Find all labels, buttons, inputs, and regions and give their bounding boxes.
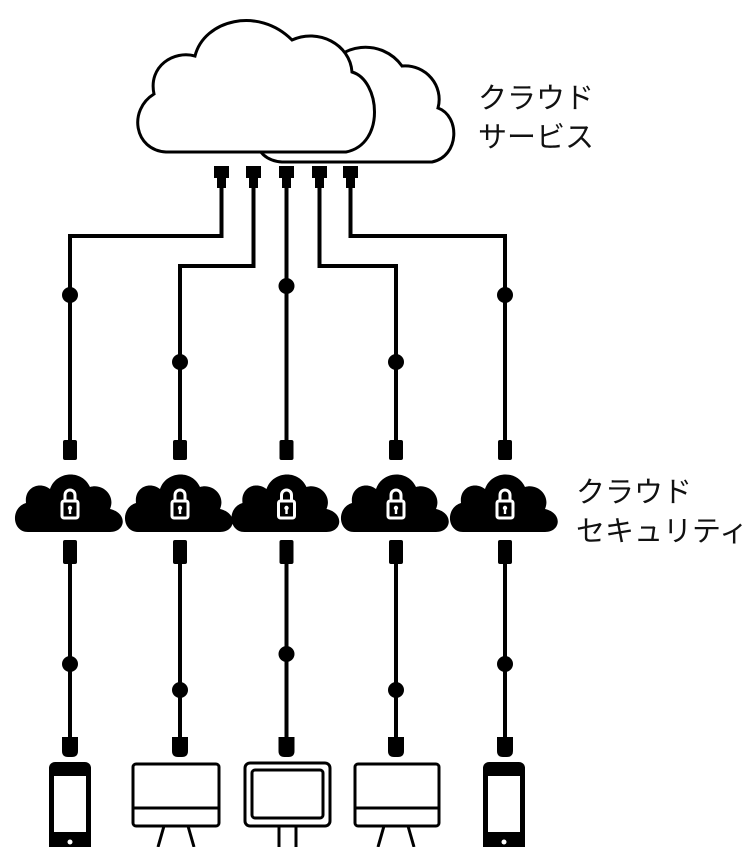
cable-node [497, 656, 513, 672]
connector-plug [498, 440, 512, 460]
connector-plug [62, 737, 78, 757]
laptop-monitor-icon [243, 761, 332, 847]
cable-node [278, 278, 295, 294]
cable-node [278, 646, 295, 662]
lock-cloud-icon [13, 472, 125, 534]
cable-4 [317, 188, 398, 440]
connector-plug [214, 166, 229, 188]
cloud-service-label-line1: クラウド [478, 81, 595, 115]
cable-2 [178, 188, 256, 440]
connector-plug [279, 440, 294, 460]
lower-cable-nodes [62, 646, 513, 698]
cloud-service-icon [136, 19, 456, 164]
connector-plug [63, 440, 77, 460]
upper-cables [68, 188, 507, 440]
cloud-service-label: クラウド サービス [478, 79, 594, 157]
cloud-security-label: クラウド セキュリティ [576, 473, 748, 551]
connector-plug [497, 737, 513, 757]
desktop-monitor-icon [131, 762, 221, 847]
lock-cloud-icon [339, 472, 451, 534]
cable-node [497, 287, 513, 303]
desktop-monitor-icon [353, 762, 441, 847]
cloud-service-front-cloud [136, 19, 376, 154]
connector-plug [388, 737, 404, 757]
cloud-connectors [214, 166, 358, 188]
cable-5 [348, 188, 507, 440]
connector-plug [173, 440, 187, 460]
connector-plug [173, 540, 187, 564]
cable-1 [68, 188, 224, 440]
device-plugs [62, 737, 513, 757]
connector-plug [389, 540, 403, 564]
connector-plug [312, 166, 327, 188]
lock-cloud-icon [229, 472, 341, 534]
upper-cable-nodes [62, 278, 513, 370]
phone-icon [49, 762, 91, 847]
lock-cloud-icon [123, 472, 235, 534]
connector-plug [172, 737, 188, 757]
cable-node [62, 656, 78, 672]
lock-cloud-icon [448, 472, 560, 534]
cable-node [172, 354, 188, 370]
connector-plug [279, 540, 294, 564]
cable-node [172, 682, 188, 698]
cloud-security-label-line2: セキュリティ [576, 514, 749, 548]
cable-node [388, 354, 404, 370]
security-bottom-connectors [63, 540, 512, 564]
connector-plug [343, 166, 358, 188]
connector-plug [278, 737, 295, 757]
cable-node [388, 682, 404, 698]
security-top-connectors [63, 440, 512, 460]
connector-plug [498, 540, 512, 564]
connector-plug [246, 166, 261, 188]
connector-plug [389, 440, 403, 460]
cloud-security-label-line1: クラウド [576, 475, 693, 509]
cloud-security-row [13, 472, 560, 534]
cloud-service-label-line2: サービス [478, 120, 595, 154]
connector-plug [63, 540, 77, 564]
connector-plug [279, 166, 294, 188]
cable-node [62, 287, 78, 303]
phone-icon [483, 762, 525, 847]
